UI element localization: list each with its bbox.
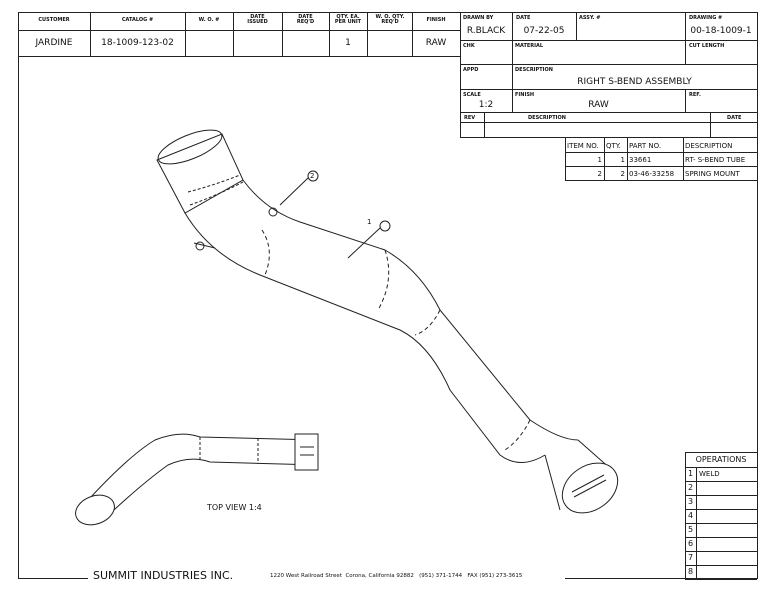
balloon-1 <box>347 220 391 259</box>
operations-row-divider <box>685 537 757 538</box>
operations-title: OPERATIONS <box>695 455 747 464</box>
parts-row-description: SPRING MOUNT <box>685 170 740 178</box>
operation-number: 6 <box>688 539 694 548</box>
chk-label: CHK <box>463 43 475 49</box>
top-view-label: TOP VIEW 1:4 <box>207 503 262 512</box>
scale-value: 1:2 <box>478 100 494 110</box>
rev-description-label: DESCRIPTION <box>528 115 566 121</box>
operation-number: 7 <box>688 553 694 562</box>
top-view <box>75 433 319 526</box>
parts-header-partno: PART NO. <box>629 142 662 150</box>
cut-length-label: CUT LENGTH <box>689 43 725 49</box>
operation-number: 1 <box>688 469 694 478</box>
frame-top <box>18 12 757 13</box>
main-view <box>156 129 619 514</box>
scale-label: SCALE <box>463 92 481 98</box>
operations-row-divider <box>685 509 757 510</box>
assy-label: ASSY. # <box>579 15 601 21</box>
company-address: 1220 West Railroad Street Corona, Califo… <box>270 573 523 579</box>
header-qty-per-unit: QTY. EA. PER UNIT <box>334 14 362 25</box>
operation-name: WELD <box>699 470 720 478</box>
balloon-1-label: 1 <box>367 218 372 226</box>
material-label: MATERIAL <box>515 43 544 49</box>
description-value: RIGHT S-BEND ASSEMBLY <box>577 77 692 87</box>
operations-row-divider <box>685 551 757 552</box>
operation-number: 3 <box>688 497 694 506</box>
ref-label: REF. <box>689 92 701 98</box>
rev-date-label: DATE <box>727 115 742 121</box>
finish-value: RAW <box>588 100 609 110</box>
frame-bottom-left <box>18 578 88 579</box>
header-date-issued: DATE ISSUED <box>247 14 268 25</box>
parts-row-item: 1 <box>597 156 602 164</box>
date-value: 07-22-05 <box>523 26 565 36</box>
company-name: SUMMIT INDUSTRIES INC. <box>93 569 234 582</box>
header-wo: W. O. # <box>198 17 220 23</box>
header-catalog: CATALOG # <box>121 17 154 23</box>
operations-row-divider <box>685 495 757 496</box>
frame-right <box>757 12 758 579</box>
operations-row-divider <box>685 565 757 566</box>
qty-value: 1 <box>345 38 351 48</box>
drawing-number-value: 00-18-1009-1 <box>690 26 752 36</box>
finish-label: FINISH <box>515 92 535 98</box>
operations-row-divider <box>685 481 757 482</box>
catalog-value: 18-1009-123-02 <box>101 38 174 48</box>
drawn-by-label: DRAWN BY <box>463 15 494 21</box>
balloon-2 <box>279 170 319 206</box>
parts-row-item: 2 <box>597 170 602 178</box>
operation-number: 4 <box>688 511 694 520</box>
rev-label: REV <box>464 115 476 121</box>
parts-header-item: ITEM NO. <box>567 142 599 150</box>
header-finish: FINISH <box>426 17 446 23</box>
parts-row-description: RT- S-BEND TUBE <box>685 156 746 164</box>
frame-left <box>18 12 19 579</box>
description-label: DESCRIPTION <box>515 67 553 73</box>
finish-value: RAW <box>425 38 447 48</box>
header-wo-qty: W. O. QTY. REQ'D <box>375 14 405 25</box>
parts-header-qty: QTY. <box>606 142 621 150</box>
drawing-number-label: DRAWING # <box>689 15 723 21</box>
frame-bottom-right <box>565 578 757 579</box>
customer-value: JARDINE <box>35 38 73 48</box>
parts-row-qty: 2 <box>620 170 625 178</box>
operations-row-divider <box>685 579 757 580</box>
parts-row-partno: 33661 <box>629 156 652 164</box>
parts-header-description: DESCRIPTION <box>685 142 733 150</box>
header-date-reqd: DATE REQ'D <box>296 14 315 25</box>
operation-number: 2 <box>688 483 694 492</box>
balloon-2-label: 2 <box>310 172 315 180</box>
header-customer: CUSTOMER <box>38 17 70 23</box>
operation-number: 5 <box>688 525 694 534</box>
drawn-by-value: R.BLACK <box>466 26 506 36</box>
parts-row-qty: 1 <box>620 156 625 164</box>
operations-row-divider <box>685 523 757 524</box>
appd-label: APPD <box>463 67 479 73</box>
date-label: DATE <box>516 15 531 21</box>
parts-row-partno: 03-46-33258 <box>629 170 675 178</box>
operation-number: 8 <box>688 567 694 576</box>
